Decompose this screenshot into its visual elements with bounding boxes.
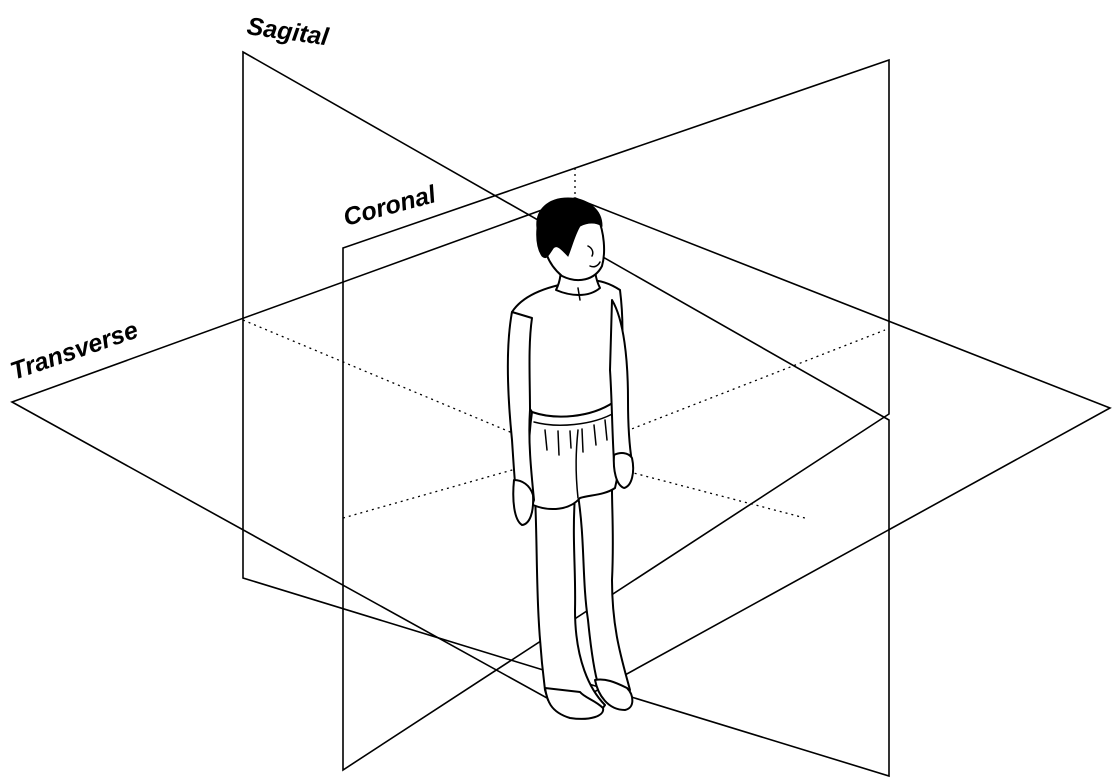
transverse-label: Transverse xyxy=(7,316,142,386)
left-arm xyxy=(508,312,534,508)
right-leg xyxy=(578,490,630,698)
right-arm xyxy=(610,300,632,467)
sagital-label: Sagital xyxy=(245,12,331,51)
human-figure xyxy=(508,198,633,719)
coronal-label: Coronal xyxy=(340,180,439,232)
